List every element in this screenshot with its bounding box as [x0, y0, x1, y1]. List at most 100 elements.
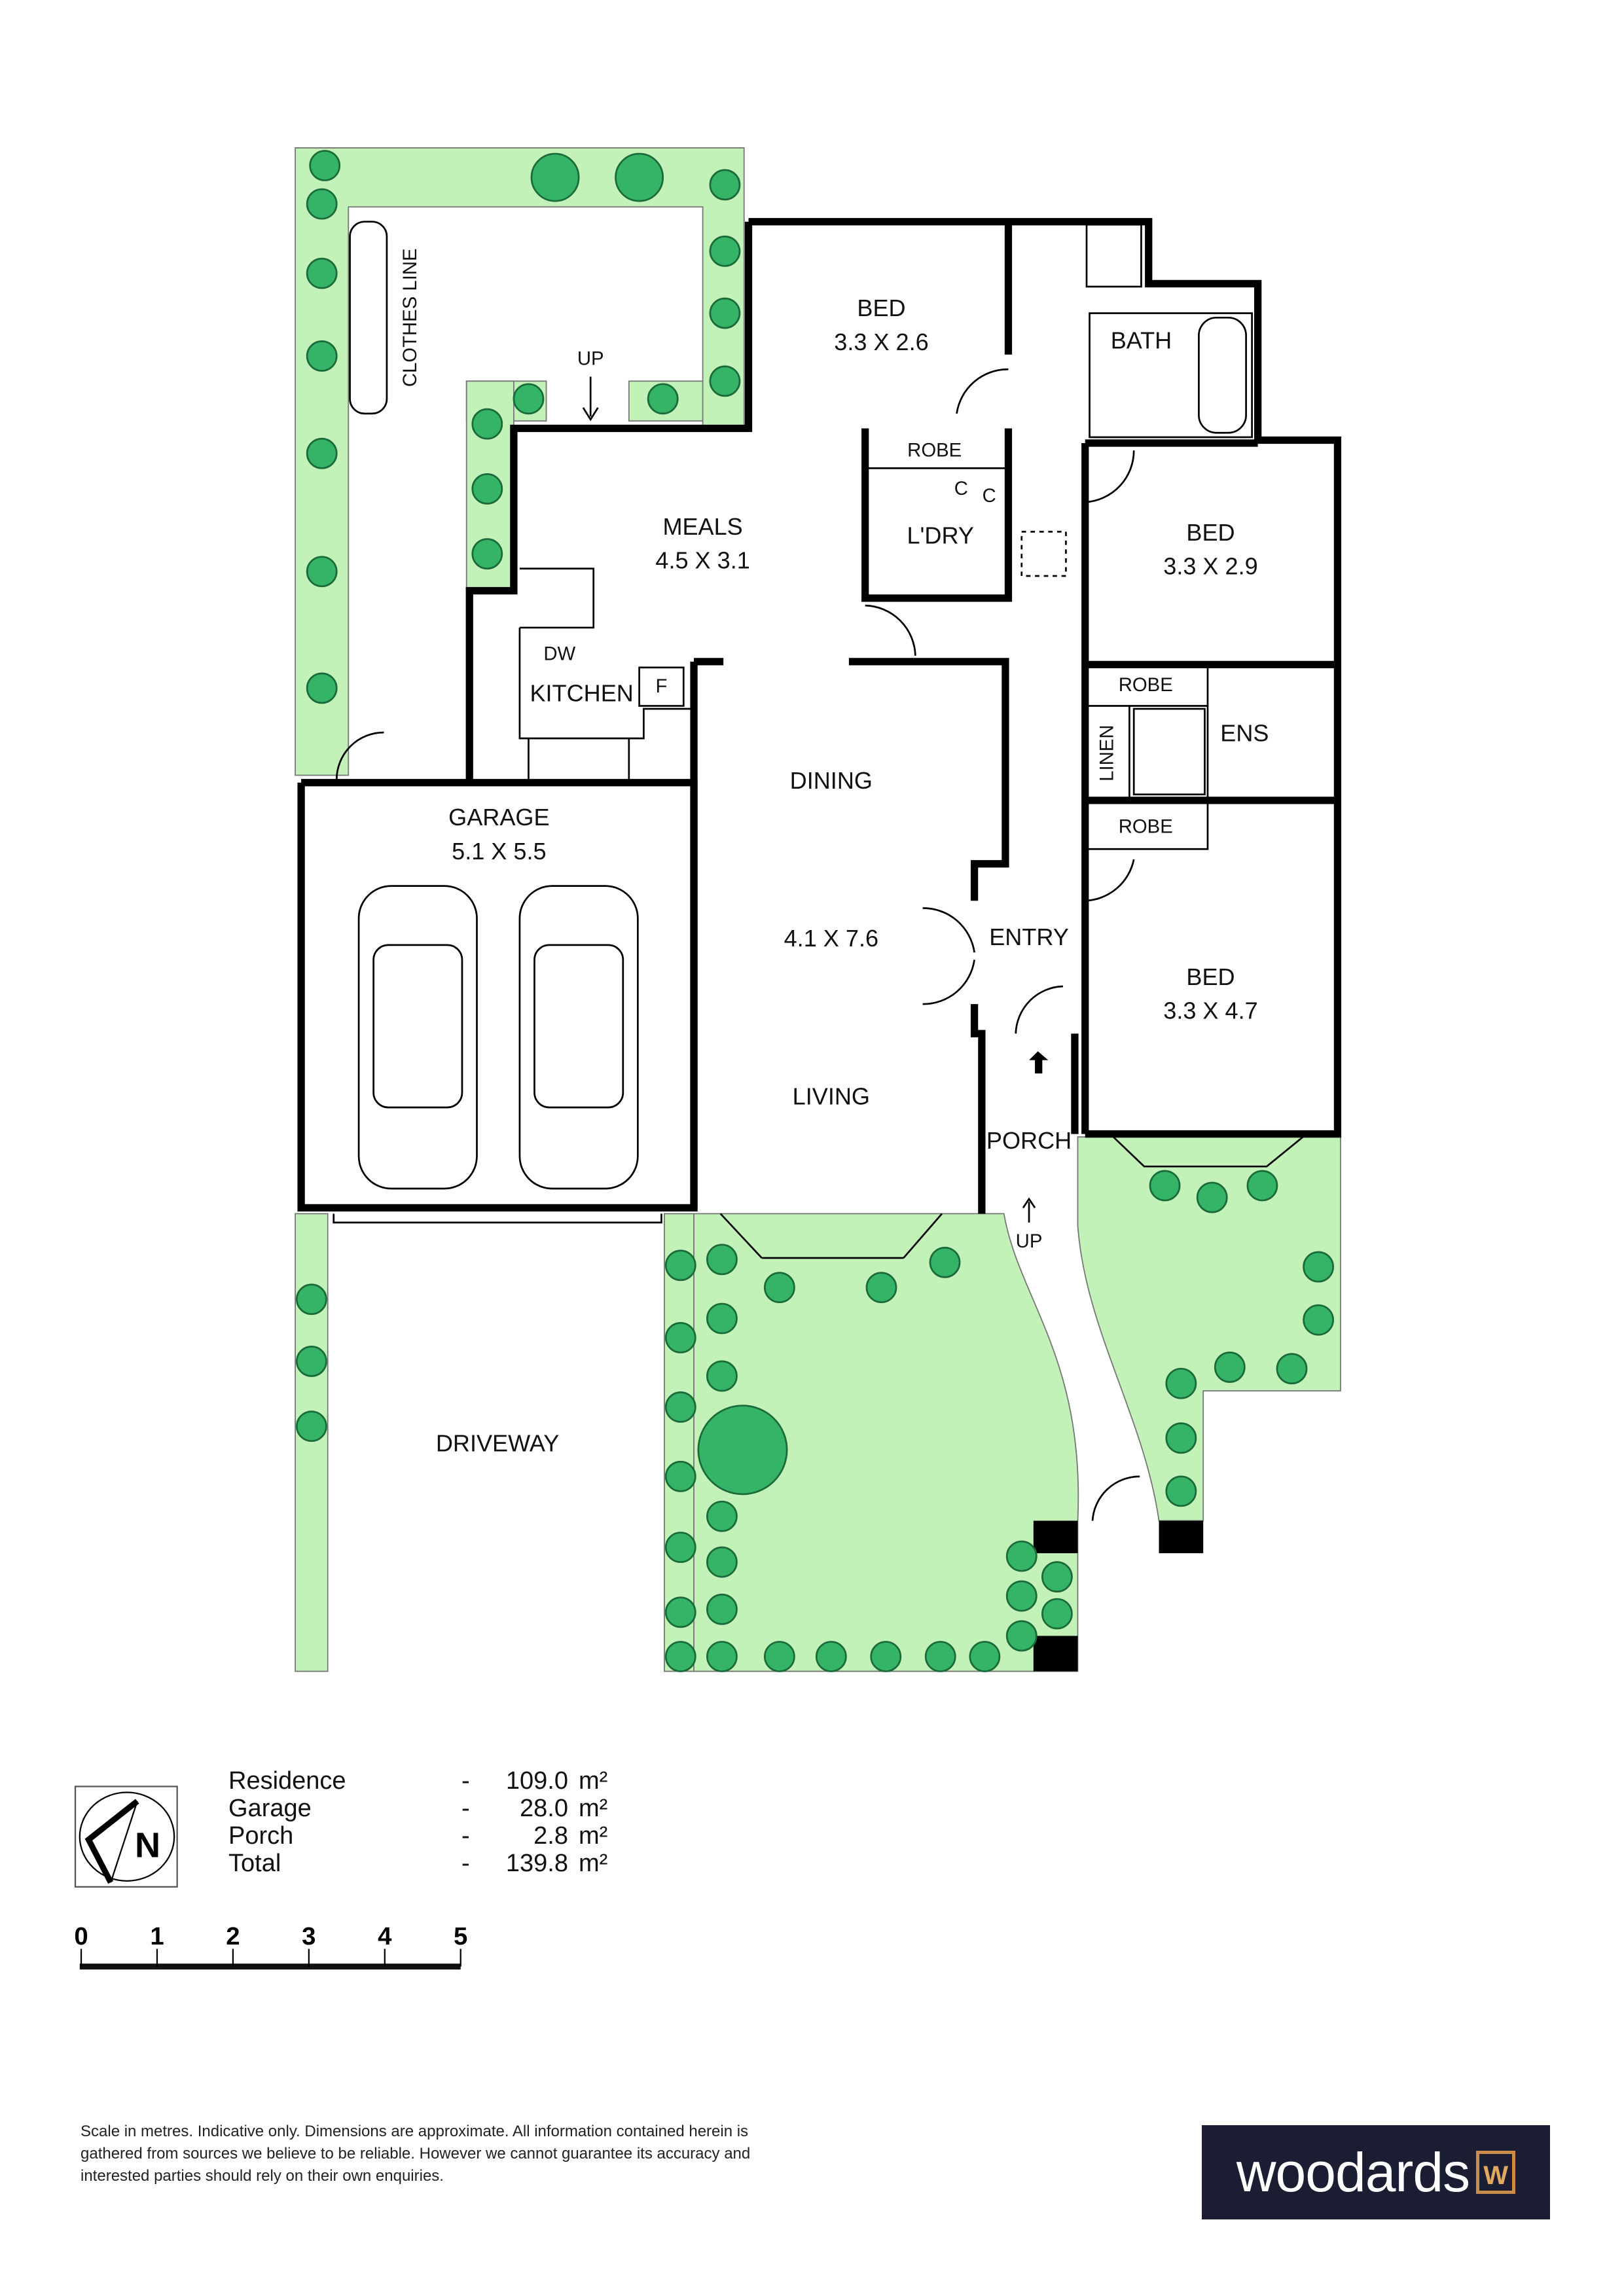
area-label: Residence: [228, 1767, 346, 1795]
tree: [1246, 1170, 1278, 1202]
bath-label: BATH: [1111, 327, 1172, 354]
tree: [706, 1244, 738, 1276]
living-dims: 4.1 X 7.6: [784, 925, 878, 952]
tree: [664, 1321, 696, 1354]
bed3-label: BED: [1186, 963, 1235, 990]
driveway-label: DRIVEWAY: [436, 1429, 559, 1456]
area-unit: m²: [579, 1850, 608, 1877]
up-front-label: UP: [1016, 1230, 1043, 1252]
driveway-strip-right: [664, 1213, 695, 1672]
up-back-label: UP: [577, 348, 604, 369]
area-sep: -: [461, 1822, 470, 1850]
tree: [1196, 1181, 1228, 1213]
tree: [306, 340, 338, 372]
tree: [763, 1272, 795, 1304]
tree: [815, 1641, 847, 1672]
entry-arrow-icon: [1029, 1051, 1049, 1074]
car-right: [518, 885, 639, 1190]
car-left: [357, 885, 478, 1190]
tree: [924, 1641, 956, 1672]
tree: [306, 556, 338, 588]
tree: [306, 188, 338, 220]
tree: [1303, 1251, 1335, 1283]
tree: [706, 1302, 738, 1335]
scale-tick-label: 3: [302, 1922, 316, 1950]
robe1-label: ROBE: [907, 439, 962, 461]
brand-logo: woodards W: [1202, 2125, 1550, 2219]
scale-tick-label: 1: [150, 1922, 164, 1950]
garage-dims: 5.1 X 5.5: [452, 838, 546, 865]
tree: [709, 235, 741, 267]
area-label: Total: [228, 1850, 281, 1877]
porch-label: PORCH: [986, 1127, 1072, 1154]
tree: [1165, 1475, 1197, 1507]
scale-tick-label: 4: [378, 1922, 392, 1950]
area-sep: -: [461, 1795, 470, 1822]
tree: [664, 1532, 696, 1564]
trees: [295, 150, 1335, 1672]
area-value: 109.0: [505, 1767, 568, 1795]
area-unit: m²: [579, 1767, 608, 1795]
tree: [664, 1391, 696, 1423]
robe2-label: ROBE: [1119, 674, 1173, 696]
tree: [706, 1500, 738, 1532]
area-label: Porch: [228, 1822, 294, 1850]
scale-tick-label: 0: [74, 1922, 88, 1950]
tree: [969, 1641, 1001, 1672]
area-label: Garage: [228, 1795, 312, 1822]
scale-tick-label: 2: [226, 1922, 240, 1950]
room-labels: BED 3.3 X 2.6 BATH ROBE L'DRY C C MEALS …: [436, 295, 1269, 1456]
north-compass: N: [74, 1785, 178, 1888]
tree: [513, 383, 545, 415]
tree: [1005, 1620, 1038, 1652]
cupboard1-label: C: [954, 478, 968, 499]
tree: [295, 1346, 327, 1377]
tree: [1214, 1352, 1246, 1383]
dining-label: DINING: [790, 767, 873, 794]
tree: [870, 1641, 902, 1672]
garage-label: GARAGE: [448, 804, 549, 831]
brand-mark-icon: W: [1476, 2151, 1516, 2194]
tree: [295, 1410, 327, 1443]
area-sep: -: [461, 1767, 470, 1795]
brand-name: woodards: [1236, 2141, 1470, 2203]
cupboard2-label: C: [983, 485, 996, 507]
bed1-dims: 3.3 X 2.6: [834, 329, 928, 355]
tree: [615, 152, 664, 202]
disclaimer: Scale in metres. Indicative only. Dimens…: [81, 2123, 751, 2185]
area-value: 28.0: [520, 1795, 568, 1822]
kitchen-label: KITCHEN: [530, 680, 633, 707]
tree: [1005, 1540, 1038, 1572]
tree: [306, 437, 338, 469]
tree: [295, 1283, 327, 1316]
compass-letter: N: [135, 1826, 160, 1865]
tree: [709, 169, 741, 201]
thin-lines: [333, 223, 1307, 1521]
tree: [865, 1272, 897, 1304]
tree: [664, 1596, 696, 1628]
tree: [647, 383, 679, 415]
tree: [706, 1641, 738, 1672]
back-yard: [295, 147, 745, 776]
tree: [929, 1246, 961, 1278]
meals-label: MEALS: [662, 513, 742, 540]
dw-label: DW: [543, 643, 575, 665]
bed1-label: BED: [857, 295, 905, 321]
fridge-label: F: [655, 675, 667, 697]
tree: [664, 1249, 696, 1282]
tree: [306, 672, 338, 704]
tree: [664, 1460, 696, 1492]
up-arrow-front-icon: [1022, 1197, 1036, 1223]
tree: [1303, 1304, 1335, 1336]
clothes-line: [349, 221, 388, 415]
bed2-label: BED: [1186, 519, 1235, 546]
tree: [309, 150, 341, 181]
clothes-line-label: CLOTHES LINE: [399, 248, 421, 387]
ens-label: ENS: [1220, 720, 1269, 747]
tree: [471, 538, 503, 570]
tree: [706, 1593, 738, 1625]
driveway-strip-left: [295, 1213, 329, 1672]
linen-label: LINEN: [1096, 725, 1118, 781]
bed3-dims: 3.3 X 4.7: [1163, 997, 1257, 1024]
